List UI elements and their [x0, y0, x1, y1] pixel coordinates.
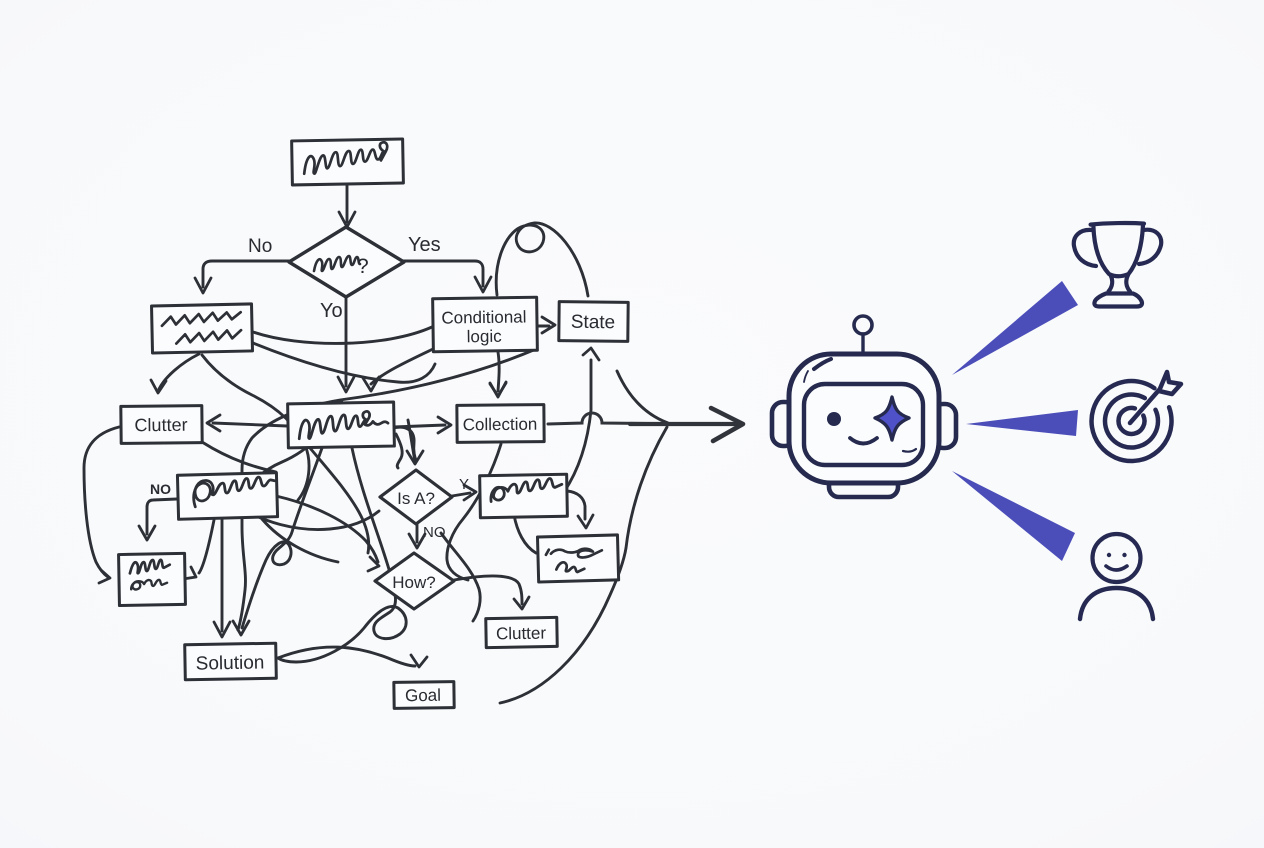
- svg-text:Goal: Goal: [405, 686, 441, 705]
- svg-text:No: No: [248, 236, 272, 257]
- svg-text:logic: logic: [467, 327, 503, 346]
- svg-text:Solution: Solution: [196, 652, 265, 674]
- svg-text:Yo: Yo: [320, 300, 343, 322]
- svg-text:NO: NO: [423, 524, 446, 541]
- svg-text:Y: Y: [459, 476, 469, 493]
- svg-text:Clutter: Clutter: [134, 415, 187, 436]
- svg-text:State: State: [571, 312, 616, 333]
- svg-text:?: ?: [357, 255, 369, 278]
- svg-text:NO: NO: [150, 481, 171, 497]
- svg-text:Is A?: Is A?: [397, 489, 435, 508]
- svg-text:How?: How?: [392, 573, 435, 592]
- svg-text:Yes: Yes: [408, 234, 441, 256]
- svg-text:Clutter: Clutter: [496, 624, 547, 644]
- svg-text:Collection: Collection: [463, 415, 538, 435]
- svg-text:Conditional: Conditional: [441, 307, 526, 327]
